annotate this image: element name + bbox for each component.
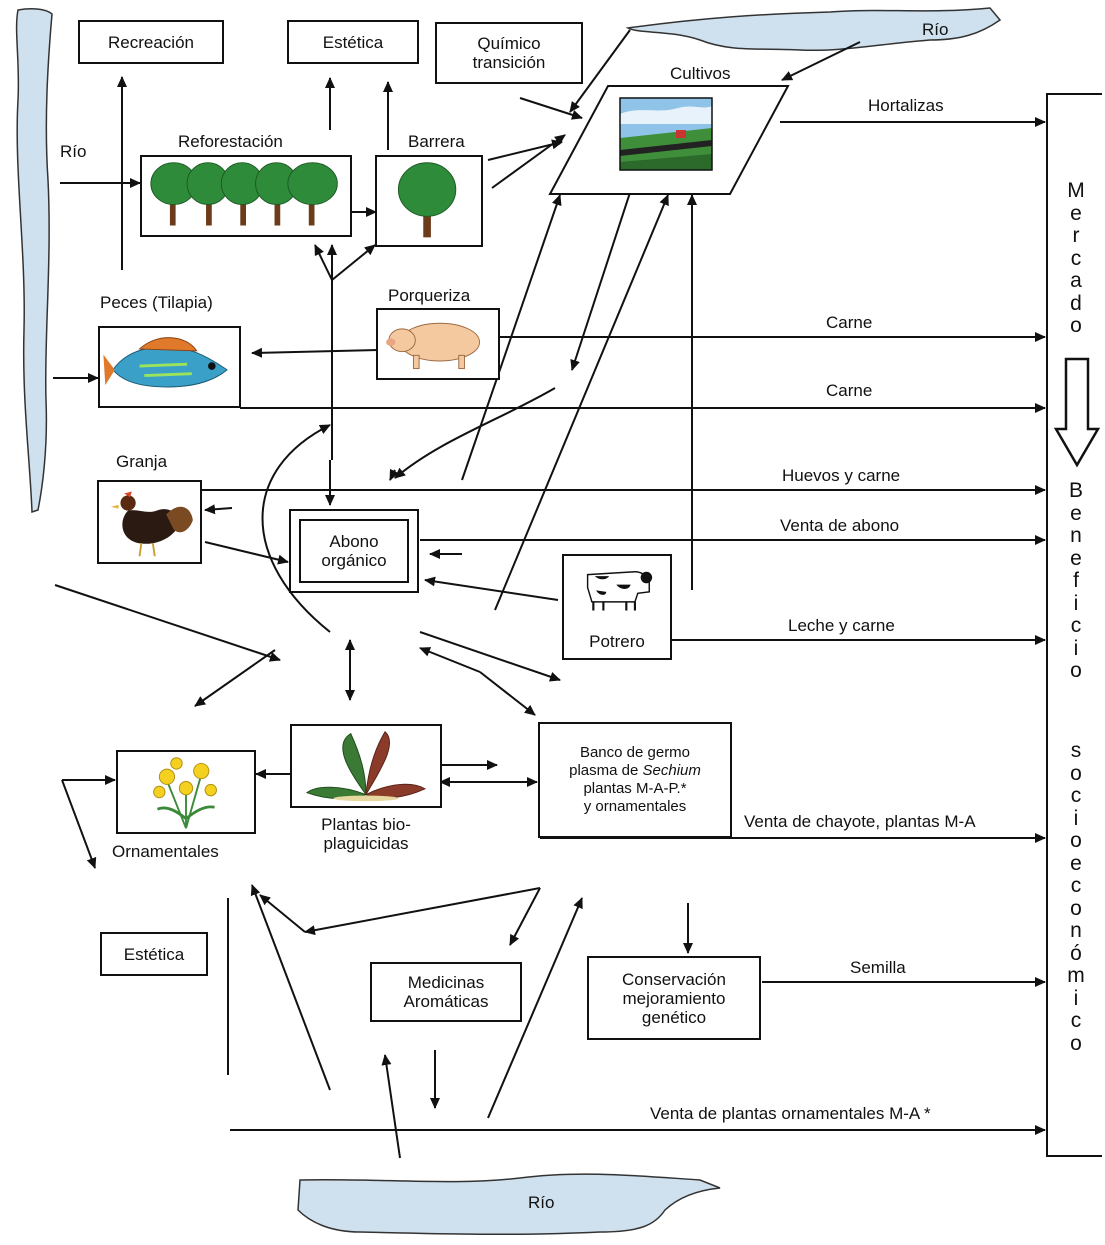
river-bottom: [297, 1173, 721, 1236]
barrera-box: [375, 155, 483, 247]
banco-line-2a: plasma de: [569, 762, 643, 779]
banco-box: Banco de germo plasma de Sechium plantas…: [538, 722, 732, 838]
carne-1-label: Carne: [826, 313, 873, 332]
plantas-box: [290, 724, 442, 808]
side-letter: e: [1070, 546, 1082, 570]
cow-icon: [586, 571, 653, 611]
leche-label: Leche y carne: [788, 616, 895, 635]
side-letter: f: [1073, 569, 1079, 592]
side-letter: r: [1072, 224, 1080, 247]
porqueriza-box: [376, 308, 500, 380]
side-letter: i: [1073, 636, 1079, 660]
banco-line-2b: Sechium: [642, 762, 701, 779]
rio-bottom-label: Río: [528, 1193, 555, 1212]
river-left: [15, 8, 53, 514]
side-letter: c: [1070, 614, 1082, 637]
side-letter: c: [1070, 1009, 1082, 1032]
side-letter: B: [1068, 479, 1083, 502]
side-letter: e: [1070, 851, 1082, 875]
plant-icon: [305, 730, 427, 802]
side-letter: d: [1070, 291, 1082, 315]
side-letter: o: [1070, 896, 1082, 920]
ornamentales-box: [116, 750, 256, 834]
banco-line-3: plantas M-A-P.*: [583, 780, 687, 797]
side-letter: i: [1073, 986, 1079, 1010]
side-letter: e: [1070, 501, 1082, 525]
side-letter: m: [1067, 964, 1085, 987]
peces-label: Peces (Tilapia): [100, 293, 213, 312]
estetica-bottom-box: Estética: [100, 932, 208, 976]
banco-line-4: y ornamentales: [583, 798, 687, 815]
side-letter: o: [1070, 1031, 1082, 1055]
recreacion-box: Recreación: [78, 20, 224, 64]
rio-top-label: Río: [922, 20, 949, 39]
side-letter: ó: [1070, 941, 1082, 965]
quimico-box: Químico transición: [435, 22, 583, 84]
side-letter: c: [1070, 246, 1082, 270]
side-letter: n: [1070, 524, 1082, 547]
porqueriza-label: Porqueriza: [388, 286, 471, 305]
hortalizas-label: Hortalizas: [868, 96, 944, 115]
tree-icon: [397, 162, 457, 238]
semilla-label: Semilla: [850, 958, 906, 977]
peces-box: [98, 326, 241, 408]
side-letter: o: [1070, 314, 1082, 337]
rio-left-label: Río: [60, 142, 87, 161]
side-letter: e: [1070, 201, 1082, 225]
cultivos-label: Cultivos: [670, 64, 731, 83]
ornamentales-label: Ornamentales: [112, 842, 219, 861]
granja-label: Granja: [116, 452, 168, 471]
side-letter: M: [1067, 179, 1085, 202]
side-letter: c: [1070, 784, 1082, 807]
farm-landscape-icon: [619, 97, 713, 171]
venta-abono-label: Venta de abono: [780, 516, 900, 535]
huevos-label: Huevos y carne: [782, 466, 901, 485]
conservacion-box: Conservación mejoramiento genético: [587, 956, 761, 1040]
side-letter: s: [1070, 739, 1082, 762]
fish-icon: [103, 337, 228, 388]
rooster-icon: [110, 491, 193, 557]
potrero-label: Potrero: [589, 632, 645, 651]
pig-icon: [386, 322, 481, 370]
side-letter: a: [1070, 269, 1082, 292]
reforestacion-box: [140, 155, 352, 237]
medicinas-box: Medicinas Aromáticas: [370, 962, 522, 1022]
side-letter: i: [1073, 806, 1079, 830]
venta-ornamentales-label: Venta de plantas ornamentales M-A *: [650, 1104, 931, 1123]
abono-label: Abono orgánico: [299, 519, 409, 583]
abono-box: Abono orgánico: [289, 509, 419, 593]
cultivos-parallelogram: [548, 85, 790, 195]
flowers-icon: [153, 757, 217, 829]
barrera-label: Barrera: [408, 132, 465, 151]
down-arrow-icon: [1054, 357, 1100, 468]
plantas-label: Plantas bio-plaguicidas: [321, 815, 411, 853]
side-letter: i: [1073, 591, 1079, 615]
river-top: [625, 7, 1002, 52]
reforestacion-label: Reforestación: [178, 132, 283, 151]
banco-line-2: plasma de Sechium: [569, 762, 701, 780]
side-letter: o: [1070, 761, 1082, 785]
side-letter: o: [1070, 659, 1082, 682]
potrero-box: Potrero: [562, 554, 672, 660]
carne-2-label: Carne: [826, 381, 873, 400]
side-letter: c: [1070, 874, 1082, 897]
banco-line-1: Banco de germo: [579, 744, 691, 761]
venta-chayote-label: Venta de chayote, plantas M-A: [744, 812, 976, 831]
side-letter: n: [1070, 919, 1082, 942]
granja-box: [97, 480, 202, 564]
trees-icon: [150, 162, 338, 226]
side-letter: o: [1070, 829, 1082, 852]
estetica-top-box: Estética: [287, 20, 419, 64]
